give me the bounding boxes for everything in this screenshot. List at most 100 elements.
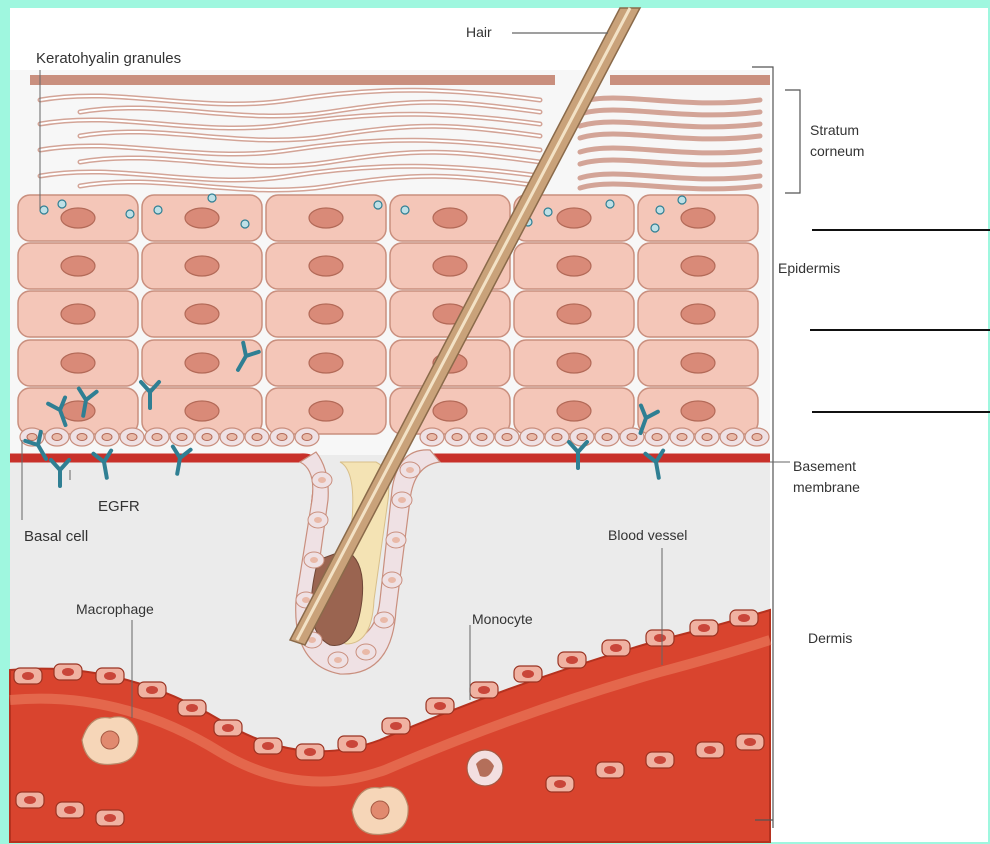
basal-nucleus (627, 434, 637, 441)
cell-nucleus (309, 401, 343, 421)
cell-nucleus (61, 304, 95, 324)
follicle-cell-nucleus (362, 649, 370, 655)
basal-nucleus (602, 434, 612, 441)
endothelial-nucleus (698, 624, 710, 632)
basal-nucleus (652, 434, 662, 441)
follicle-cell-nucleus (398, 497, 406, 503)
endothelial-nucleus (62, 668, 74, 676)
cell-nucleus (557, 304, 591, 324)
label-blood-vessel: Blood vessel (608, 526, 687, 545)
label-basement-membrane: Basement membrane (793, 456, 860, 498)
endothelial-nucleus (654, 634, 666, 642)
cell-nucleus (681, 304, 715, 324)
cell-nucleus (433, 401, 467, 421)
endothelial-nucleus (522, 670, 534, 678)
cell-nucleus (681, 353, 715, 373)
endothelial-nucleus (604, 766, 616, 774)
endothelial-nucleus (24, 796, 36, 804)
endothelial-nucleus (566, 656, 578, 664)
basal-nucleus (727, 434, 737, 441)
endothelial-nucleus (434, 702, 446, 710)
endothelial-nucleus (186, 704, 198, 712)
label-egfr: EGFR (98, 497, 140, 516)
basal-nucleus (252, 434, 262, 441)
cell-nucleus (309, 304, 343, 324)
keratohyalin-granule (374, 201, 382, 209)
cell-nucleus (185, 256, 219, 276)
basal-nucleus (702, 434, 712, 441)
keratohyalin-granule (651, 224, 659, 232)
cell-nucleus (309, 353, 343, 373)
cell-nucleus (309, 208, 343, 228)
follicle-cell-nucleus (392, 537, 400, 543)
label-stratum-corneum: Stratum corneum (810, 120, 864, 162)
follicle-cell-nucleus (406, 467, 414, 473)
basal-nucleus (27, 434, 37, 441)
basal-nucleus (302, 434, 312, 441)
basal-nucleus (202, 434, 212, 441)
follicle-cell-nucleus (318, 477, 326, 483)
cell-nucleus (185, 401, 219, 421)
label-macrophage: Macrophage (76, 600, 154, 619)
endothelial-nucleus (104, 672, 116, 680)
basal-nucleus (277, 434, 287, 441)
follicle-cell-nucleus (310, 557, 318, 563)
endothelial-nucleus (704, 746, 716, 754)
follicle-cell-nucleus (380, 617, 388, 623)
endothelial-nucleus (262, 742, 274, 750)
basal-nucleus (427, 434, 437, 441)
endothelial-nucleus (654, 756, 666, 764)
follicle-cell-nucleus (314, 517, 322, 523)
cell-nucleus (681, 208, 715, 228)
cell-nucleus (309, 256, 343, 276)
macrophage-nucleus (101, 731, 119, 749)
endothelial-nucleus (346, 740, 358, 748)
basal-nucleus (577, 434, 587, 441)
endothelial-nucleus (478, 686, 490, 694)
keratohyalin-granule (606, 200, 614, 208)
keratohyalin-granule (656, 206, 664, 214)
cell-nucleus (61, 353, 95, 373)
label-keratohyalin-granules: Keratohyalin granules (36, 49, 181, 68)
follicle-cell-nucleus (388, 577, 396, 583)
keratohyalin-granule (126, 210, 134, 218)
corneum-top-bar-right (610, 75, 770, 85)
basal-nucleus (477, 434, 487, 441)
basal-nucleus (102, 434, 112, 441)
basal-nucleus (677, 434, 687, 441)
label-dermis: Dermis (808, 628, 852, 649)
cell-nucleus (557, 208, 591, 228)
cell-nucleus (185, 353, 219, 373)
endothelial-nucleus (22, 672, 34, 680)
endothelial-nucleus (390, 722, 402, 730)
basal-nucleus (152, 434, 162, 441)
endothelial-nucleus (304, 748, 316, 756)
keratohyalin-granule (154, 206, 162, 214)
basal-nucleus (552, 434, 562, 441)
cell-nucleus (433, 208, 467, 228)
cell-nucleus (557, 256, 591, 276)
keratohyalin-granule (401, 206, 409, 214)
endothelial-nucleus (554, 780, 566, 788)
basal-nucleus (77, 434, 87, 441)
cell-nucleus (185, 208, 219, 228)
basal-nucleus (452, 434, 462, 441)
basal-nucleus (52, 434, 62, 441)
label-basal-cell: Basal cell (24, 527, 88, 546)
cell-nucleus (61, 256, 95, 276)
endothelial-nucleus (146, 686, 158, 694)
endothelial-nucleus (64, 806, 76, 814)
basal-nucleus (502, 434, 512, 441)
cell-nucleus (681, 401, 715, 421)
corneum-top-bar-left (30, 75, 555, 85)
label-hair: Hair (466, 23, 492, 42)
cell-nucleus (557, 401, 591, 421)
macrophage-nucleus (371, 801, 389, 819)
keratohyalin-granule (678, 196, 686, 204)
basal-nucleus (127, 434, 137, 441)
endothelial-nucleus (738, 614, 750, 622)
cell-nucleus (433, 256, 467, 276)
basal-nucleus (527, 434, 537, 441)
cell-nucleus (681, 256, 715, 276)
